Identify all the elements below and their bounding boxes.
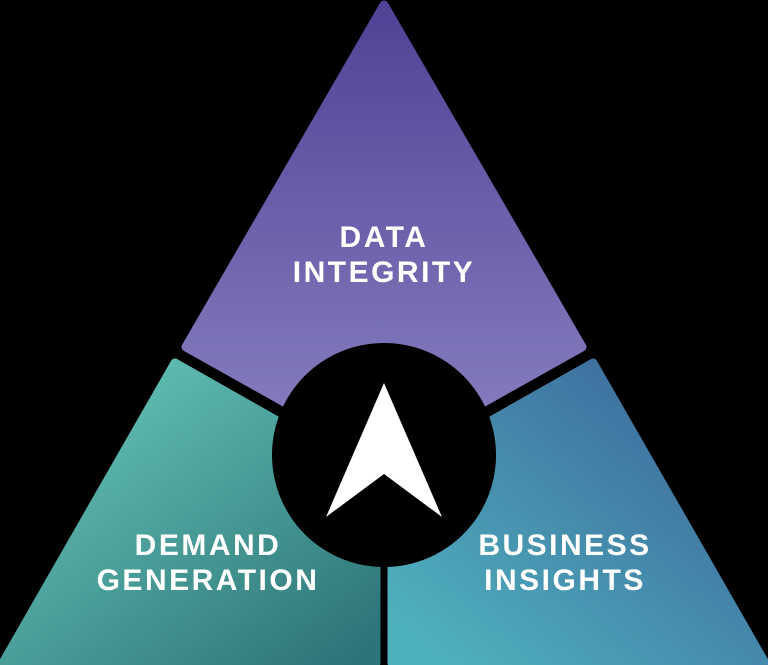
label-data-integrity: DATA INTEGRITY [292, 221, 476, 290]
arrow-up-icon [326, 383, 442, 517]
label-business-insights: BUSINESS INSIGHTS [478, 529, 652, 598]
label-demand-generation: DEMAND GENERATION [96, 529, 320, 598]
